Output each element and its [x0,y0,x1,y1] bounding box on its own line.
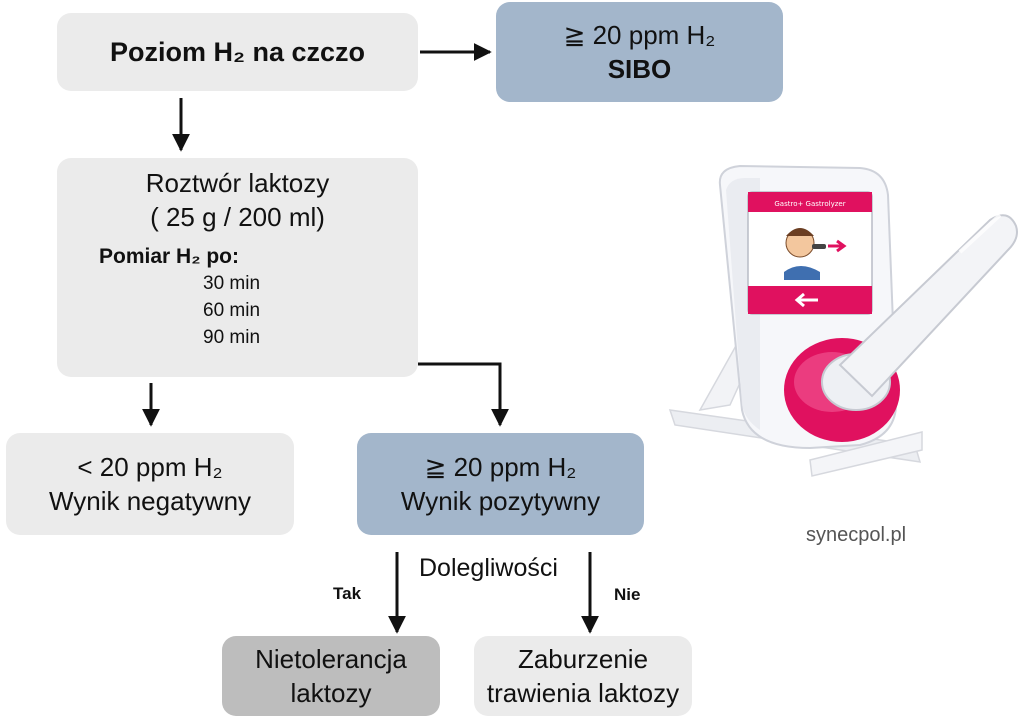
node-sibo: ≧ 20 ppm H₂ SIBO [496,2,783,102]
measurement-block: Pomiar H₂ po: 30 min 60 min 90 min [99,244,260,351]
node-lactose-malabsorption: Zaburzenie trawienia laktozy [474,636,692,716]
node-negative-line2: Wynik negatywny [48,486,252,516]
node-positive-line1: ≧ 20 ppm H₂ [424,452,577,482]
node-fasting-h2: Poziom H₂ na czczo [57,13,418,91]
node-sibo-line1: ≧ 20 ppm H₂ [563,20,716,50]
measure-time-30: 30 min [203,273,261,294]
node-intolerance-line2: laktozy [290,678,372,708]
edge-label-symptoms: Dolegliwości [419,554,558,582]
node-fasting-text: Poziom H₂ na czczo [109,36,366,67]
arrow-lactose-to-positive [418,362,509,427]
measure-times: 30 min 60 min 90 min [99,270,260,351]
edge-label-no: Nie [614,585,641,604]
node-lactose-line2: ( 25 g / 200 ml) [150,202,325,232]
node-sibo-line2: SIBO [607,54,672,84]
measure-label: Pomiar H₂ po: [99,245,240,268]
node-intolerance-line1: Nietolerancja [255,644,407,674]
node-negative-line1: < 20 ppm H₂ [77,452,223,482]
image-credit: synecpol.pl [806,524,907,546]
device-screen-header: Gastro+ Gastrolyzer [774,200,845,208]
measure-time-90: 90 min [203,327,261,348]
edge-label-yes: Tak [333,584,362,603]
node-lactose-line1: Roztwór laktozy [145,168,330,198]
node-positive-result: ≧ 20 ppm H₂ Wynik pozytywny [357,433,644,535]
measure-time-60: 60 min [203,300,261,321]
node-malabsorption-line2: trawienia laktozy [486,678,680,708]
node-lactose-intolerance: Nietolerancja laktozy [222,636,440,716]
node-lactose-solution: Roztwór laktozy ( 25 g / 200 ml) Pomiar … [57,158,418,377]
node-positive-line2: Wynik pozytywny [400,486,601,516]
breath-analyzer-device-image: Gastro+ Gastrolyzer [668,164,1018,477]
node-negative-result: < 20 ppm H₂ Wynik negatywny [6,433,294,535]
node-malabsorption-line1: Zaburzenie [517,644,649,674]
